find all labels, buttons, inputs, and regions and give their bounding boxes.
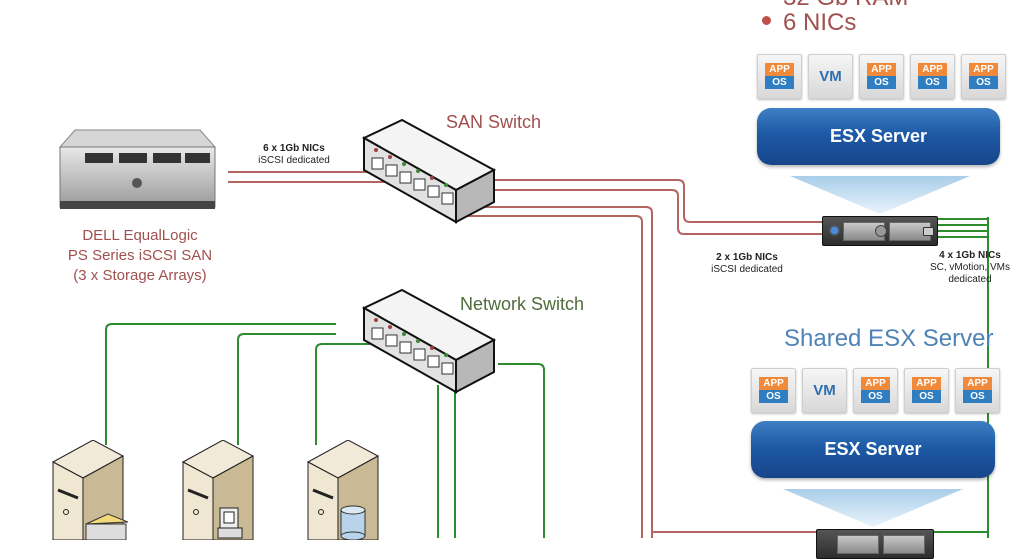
os-label: OS bbox=[759, 390, 788, 403]
esx-server-layer: ESX Server bbox=[751, 421, 995, 478]
iscsi-link bbox=[495, 190, 822, 234]
storage-caption-line: DELL EqualLogic bbox=[55, 226, 225, 246]
esx-server-layer: ESX Server bbox=[757, 108, 1000, 165]
app-label: APP bbox=[867, 63, 896, 76]
funnel-icon bbox=[783, 489, 963, 527]
bullet-icon bbox=[762, 16, 771, 25]
storage-caption: DELL EqualLogic PS Series iSCSI SAN (3 x… bbox=[55, 226, 225, 286]
shared-esx-title: Shared ESX Server bbox=[784, 325, 993, 353]
funnel-icon bbox=[790, 176, 970, 214]
vm-label: VM bbox=[809, 68, 852, 85]
spec-text: 6 NICs bbox=[783, 9, 856, 36]
app-label: APP bbox=[861, 377, 890, 390]
os-label: OS bbox=[963, 390, 992, 403]
lan-link bbox=[238, 334, 336, 445]
note-title: 6 x 1Gb NICs bbox=[250, 143, 338, 155]
note-subtitle: SC, vMotion, VMs bbox=[918, 262, 1022, 274]
note-title: 4 x 1Gb NICs bbox=[918, 250, 1022, 262]
app-label: APP bbox=[765, 63, 794, 76]
os-label: OS bbox=[912, 390, 941, 403]
app-label: APP bbox=[969, 63, 998, 76]
os-label: OS bbox=[969, 76, 998, 89]
usb-port-icon bbox=[923, 227, 934, 236]
os-label: OS bbox=[861, 390, 890, 403]
database-server-icon bbox=[303, 440, 393, 540]
spec-bullet: 6 NICs bbox=[762, 9, 856, 37]
note-subtitle: dedicated bbox=[918, 274, 1022, 286]
esx-host-hardware bbox=[822, 216, 938, 246]
workstation-server-icon bbox=[178, 440, 268, 540]
iscsi-nic-note: 2 x 1Gb NICs iSCSI dedicated bbox=[700, 252, 794, 276]
app-label: APP bbox=[918, 63, 947, 76]
button-icon bbox=[875, 225, 887, 237]
power-led-icon bbox=[831, 227, 838, 234]
os-label: OS bbox=[918, 76, 947, 89]
app-label: APP bbox=[759, 377, 788, 390]
vm-label: VM bbox=[803, 382, 846, 399]
os-label: OS bbox=[867, 76, 896, 89]
storage-caption-line: (3 x Storage Arrays) bbox=[55, 266, 225, 286]
storage-uplink-note: 6 x 1Gb NICs iSCSI dedicated bbox=[250, 143, 338, 167]
network-switch-label: Network Switch bbox=[460, 294, 584, 315]
note-subtitle: iSCSI dedicated bbox=[711, 264, 783, 275]
san-switch-label: SAN Switch bbox=[446, 112, 541, 133]
lan-link bbox=[498, 364, 544, 538]
note-subtitle: iSCSI dedicated bbox=[258, 155, 330, 166]
san-switch-icon bbox=[362, 118, 498, 224]
app-label: APP bbox=[912, 377, 941, 390]
storage-array-icon bbox=[55, 125, 220, 220]
os-label: OS bbox=[765, 76, 794, 89]
app-label: APP bbox=[963, 377, 992, 390]
shared-esx-host-hardware bbox=[816, 529, 934, 559]
print-server-icon bbox=[48, 440, 138, 540]
vm-tile: VM bbox=[802, 368, 847, 413]
note-title: 2 x 1Gb NICs bbox=[700, 252, 794, 264]
lan-nic-note: 4 x 1Gb NICs SC, vMotion, VMs dedicated bbox=[918, 250, 1022, 286]
lan-link bbox=[106, 324, 336, 445]
vm-tile: VM bbox=[808, 54, 853, 99]
storage-caption-line: PS Series iSCSI SAN bbox=[55, 246, 225, 266]
